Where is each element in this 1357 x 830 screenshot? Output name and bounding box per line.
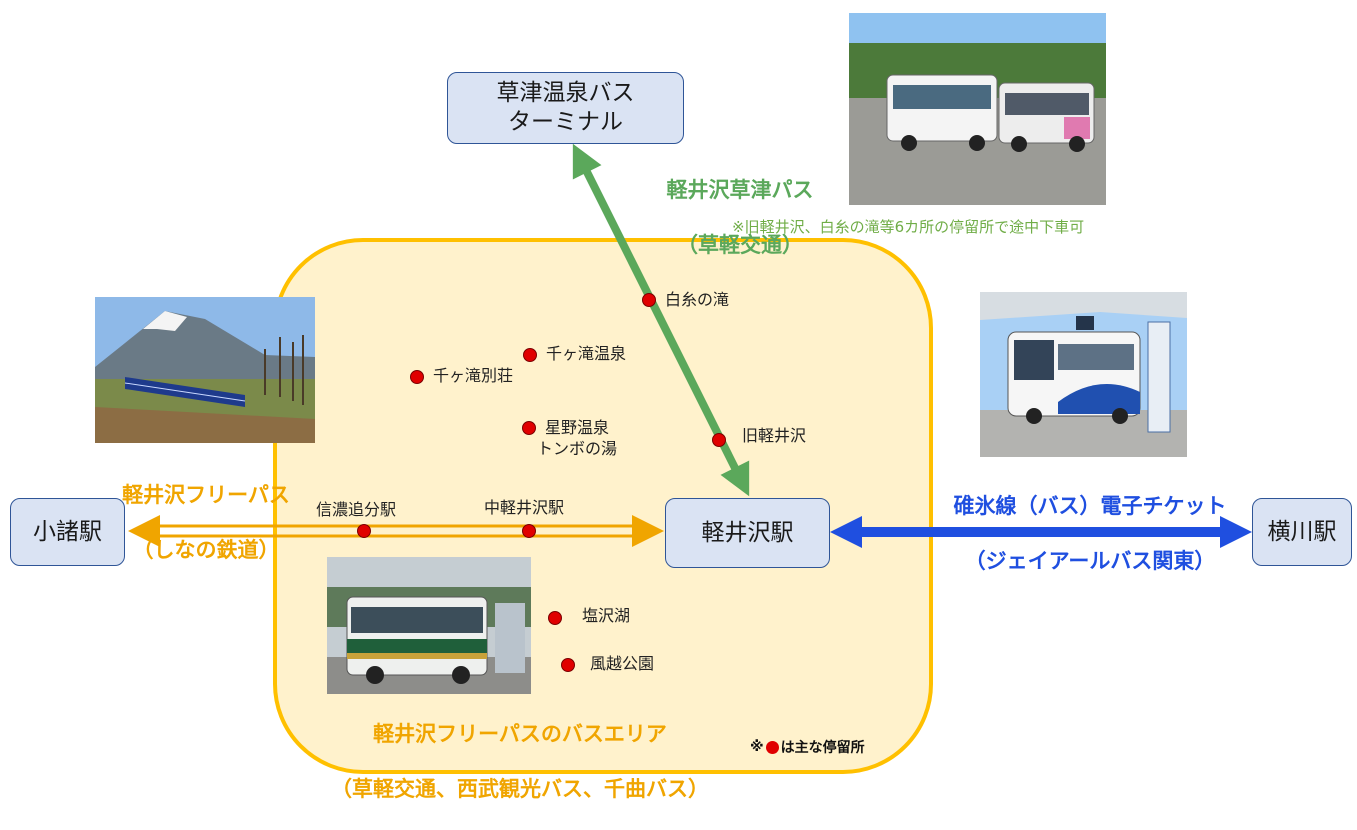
bus-area-title-block: 軽井沢フリーパスのバスエリア （草軽交通、西武観光バス、千曲バス）	[285, 694, 755, 830]
stop-dot-kazakoshi[interactable]	[561, 658, 575, 672]
usui-line-label: 碓氷線（バス）電子チケット （ジェイアールバス関東）	[900, 466, 1280, 602]
stop-dot-kyu-karuizawa[interactable]	[712, 433, 726, 447]
local-bus-photo	[327, 557, 531, 694]
free-pass-rail-name: 軽井沢フリーパス	[122, 483, 290, 508]
stop-dot-naka-karuizawa[interactable]	[522, 524, 536, 538]
stop-label-kazakoshi: 風越公園	[590, 654, 655, 673]
stop-label-shiraito: 白糸の滝	[665, 290, 730, 309]
stop-label-naka-karuizawa: 中軽井沢駅	[484, 498, 565, 517]
stop-dot-chigataki-bessou[interactable]	[410, 370, 424, 384]
komoro-station[interactable]: 小諸駅	[10, 498, 125, 566]
free-pass-rail-route	[128, 515, 664, 547]
stop-legend-text: は主な停留所	[780, 740, 865, 756]
stop-label-shiozawako: 塩沢湖	[582, 606, 631, 625]
kusatsu-onsen-bus-terminal[interactable]: 草津温泉バス ターミナル	[447, 72, 684, 144]
usui-line-operator: （ジェイアールバス関東）	[964, 548, 1216, 573]
stop-label-chigataki-onsen: 千ヶ滝温泉	[546, 344, 627, 363]
stop-label-chigataki-bessou: 千ヶ滝別荘	[433, 366, 514, 385]
karuizawa-station[interactable]: 軽井沢駅	[665, 498, 830, 568]
stop-dot-shiozawako[interactable]	[548, 611, 562, 625]
stop-dot-hoshino[interactable]	[522, 421, 536, 435]
stop-legend-dot	[765, 740, 779, 754]
stop-label-shinano-oiwake: 信濃追分駅	[316, 500, 397, 519]
stop-dot-chigataki-onsen[interactable]	[523, 348, 537, 362]
stop-legend-prefix: ※	[750, 739, 764, 755]
jr-bus-photo	[980, 292, 1187, 457]
kusatsu-pass-name: 軽井沢草津パス	[666, 178, 814, 203]
kusatsu-pass-route	[572, 143, 750, 497]
usui-line-name: 碓氷線（バス）電子チケット	[953, 494, 1227, 519]
kusatsu-pass-label: 軽井沢草津パス （草軽交通）	[640, 150, 840, 286]
route-lines	[128, 143, 1253, 549]
yokokawa-station[interactable]: 横川駅	[1252, 498, 1352, 566]
bus-area-operators: （草軽交通、西武観光バス、千曲バス）	[331, 776, 709, 801]
stop-label-kyu-karuizawa: 旧軽井沢	[742, 426, 807, 445]
stop-label-hoshino: 星野温泉 トンボの湯	[537, 418, 618, 458]
free-pass-rail-operator: （しなの鉄道）	[132, 537, 280, 562]
kusatsu-pass-operator: （草軽交通）	[677, 232, 803, 257]
free-pass-rail-label: 軽井沢フリーパス （しなの鉄道）	[96, 455, 316, 591]
stop-dot-shiraito[interactable]	[642, 293, 656, 307]
stop-dot-shinano-oiwake[interactable]	[357, 524, 371, 538]
stop-legend: ※ は主な停留所	[750, 737, 865, 757]
kusatsu-bus-photo	[849, 13, 1106, 205]
kusatsu-pass-note: ※旧軽井沢、白糸の滝等6カ所の停留所で途中下車可	[732, 218, 1085, 236]
bus-area-title: 軽井沢フリーパスのバスエリア	[373, 722, 667, 747]
shinano-railway-train-photo	[95, 297, 315, 443]
